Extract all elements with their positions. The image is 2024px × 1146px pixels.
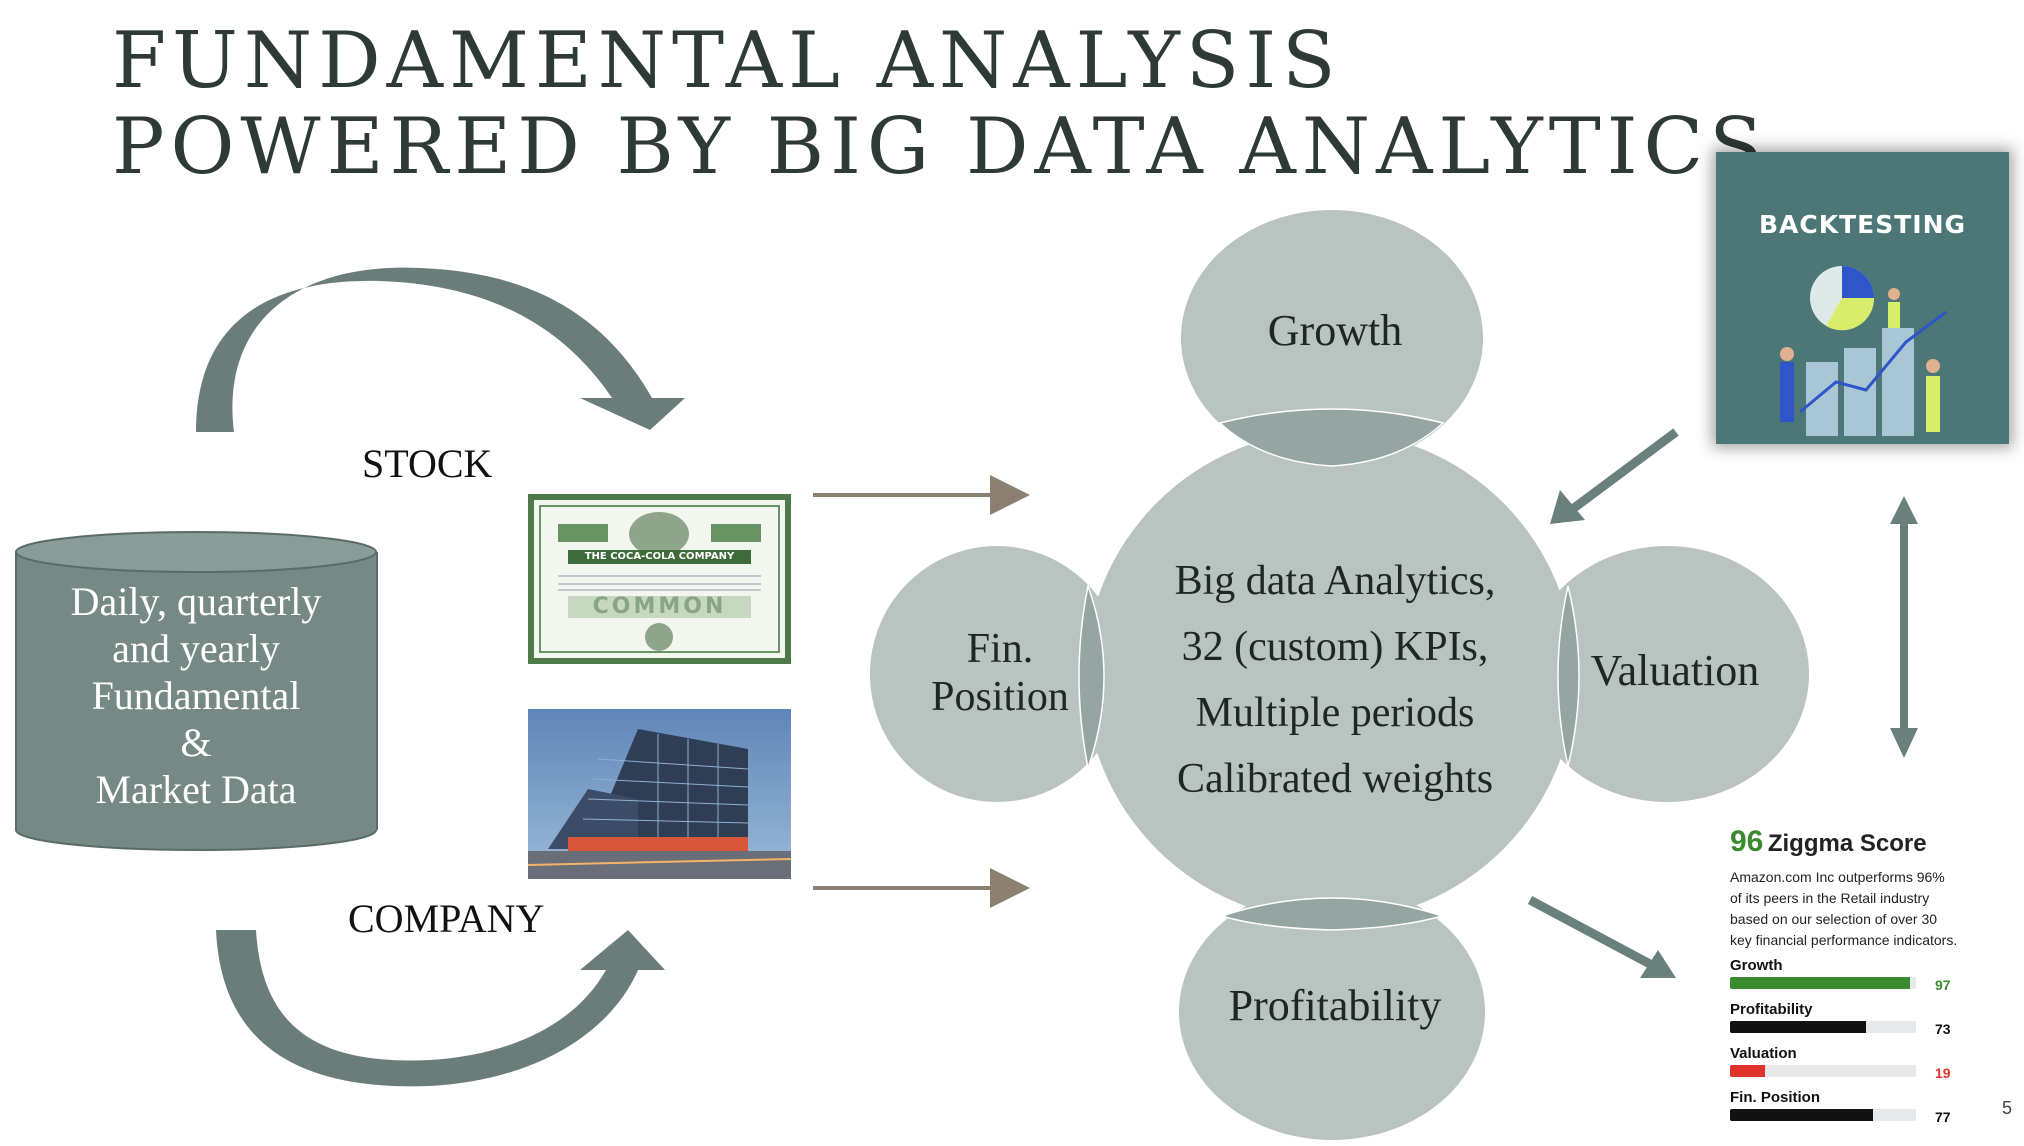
metric-fill — [1730, 1109, 1874, 1121]
desc-line: key financial performance indicators. — [1730, 932, 1958, 948]
desc-line: based on our selection of over 30 — [1730, 911, 1938, 927]
metric-fill — [1730, 1065, 1766, 1077]
circle-growth-label: Growth — [1267, 306, 1403, 355]
page-number: 5 — [2002, 1098, 2013, 1118]
metric-track — [1730, 1021, 1916, 1033]
fin-line: Position — [931, 674, 1069, 720]
page-title: FUNDAMENTAL ANALYSIS POWERED BY BIG DATA… — [112, 16, 1769, 192]
overlap-fin-position — [1078, 583, 1105, 771]
metric-label: Growth — [1730, 957, 1783, 974]
score-description: Amazon.com Inc outperforms 96% of its pe… — [1730, 867, 1970, 951]
curved-arrow-bottom — [216, 930, 665, 1087]
certificate-stamp-text: COMMON — [592, 594, 727, 619]
metric-value: 19 — [1935, 1065, 1951, 1081]
metric-row: Profitability 73 — [1730, 1001, 1970, 1045]
curved-arrow-top — [196, 267, 685, 432]
overlap-profitability — [1219, 897, 1445, 931]
circle-valuation-label: Valuation — [1590, 646, 1760, 695]
metrics-list: Growth 97 Profitability 73 Valuation 19 … — [1730, 957, 1970, 1133]
score-title: Ziggma Score — [1767, 830, 1927, 857]
data-store-line: Daily, quarterly — [70, 579, 322, 624]
metric-row: Fin. Position 77 — [1730, 1089, 1970, 1133]
circle-valuation — [1525, 546, 1809, 802]
metric-row: Valuation 19 — [1730, 1045, 1970, 1089]
metric-value: 97 — [1935, 977, 1951, 993]
score-value: 96 — [1730, 825, 1764, 858]
backtesting-title: BACKTESTING — [1758, 210, 1967, 239]
metric-label: Fin. Position — [1730, 1089, 1820, 1106]
title-line-2: POWERED BY BIG DATA ANALYTICS — [112, 102, 1769, 192]
center-line: Big data Analytics, — [1174, 558, 1496, 604]
arrow-backtest-to-center — [1550, 428, 1679, 524]
metric-track — [1730, 977, 1916, 989]
fin-line: Fin. — [966, 626, 1034, 672]
database-cylinder — [15, 531, 378, 851]
backtesting-image: BACKTESTING — [1716, 152, 2009, 444]
metric-fill — [1730, 1021, 1866, 1033]
center-line: 32 (custom) KPIs, — [1181, 624, 1489, 670]
metric-value: 77 — [1935, 1109, 1951, 1125]
circle-fin-position-label: Fin. Position — [880, 625, 1120, 721]
company-label: COMPANY — [348, 896, 545, 941]
desc-line: of its peers in the Retail industry — [1730, 890, 1930, 906]
data-store-line: Market Data — [95, 767, 297, 812]
circle-profitability-label: Profitability — [1228, 981, 1442, 1030]
metric-label: Profitability — [1730, 1001, 1813, 1018]
stock-label: STOCK — [362, 441, 493, 486]
circle-center — [1085, 431, 1575, 921]
overlap-growth — [1218, 408, 1445, 467]
metric-row: Growth 97 — [1730, 957, 1970, 1001]
center-line: Multiple periods — [1195, 690, 1475, 736]
metric-label: Valuation — [1730, 1045, 1797, 1062]
overlap-valuation — [1557, 585, 1580, 767]
data-store-line: Fundamental — [91, 673, 301, 718]
arrow-center-to-score — [1527, 896, 1676, 978]
company-building-image — [528, 709, 791, 879]
data-store-line: & — [180, 720, 212, 765]
data-store-text: Daily, quarterly and yearly Fundamental … — [20, 578, 372, 813]
stock-certificate-image: THE COCA-COLA COMPANY COMMON — [528, 494, 791, 664]
circle-growth — [1181, 210, 1483, 466]
desc-line: Amazon.com Inc outperforms 96% — [1730, 869, 1945, 885]
center-line: Calibrated weights — [1176, 756, 1494, 802]
score-header: 96 Ziggma Score — [1730, 825, 1970, 859]
circle-center-label: Big data Analytics, 32 (custom) KPIs, Mu… — [1110, 548, 1560, 812]
arrow-double-vertical — [1890, 496, 1918, 758]
certificate-company-text: THE COCA-COLA COMPANY — [584, 551, 735, 562]
circle-profitability — [1179, 884, 1485, 1140]
metric-track — [1730, 1065, 1916, 1077]
data-store-line: and yearly — [112, 626, 280, 671]
title-line-1: FUNDAMENTAL ANALYSIS — [112, 16, 1342, 106]
metric-track — [1730, 1109, 1916, 1121]
circle-fin-position — [870, 546, 1124, 802]
ziggma-score-card: 96 Ziggma Score Amazon.com Inc outperfor… — [1730, 825, 1970, 1133]
metric-value: 73 — [1935, 1021, 1951, 1037]
metric-fill — [1730, 977, 1911, 989]
